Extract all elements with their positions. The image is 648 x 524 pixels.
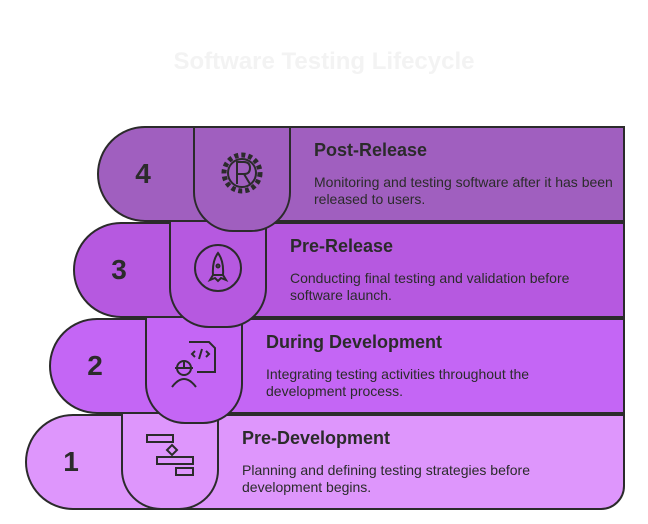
developer-code-icon [171,341,216,388]
stage-3-description: Conducting final testing and validation … [290,270,570,303]
stage-2-icon-column [145,318,243,424]
stage-2-title: During Development [266,332,443,352]
stage-4-description: Monitoring and testing software after it… [314,174,613,207]
stage-2-description: Integrating testing activities throughou… [266,366,530,399]
stage-1-icon-column [121,414,219,510]
gantt-chart-icon [146,434,194,476]
rocket-icon [194,244,242,292]
stage-1-title: Pre-Development [242,428,391,448]
stage-1-description: Planning and defining testing strategies… [242,462,530,495]
stage-3-title: Pre-Release [290,236,394,256]
stage-1-number: 1 [63,446,79,477]
stage-3-band [73,222,625,318]
stage-2-number: 2 [87,350,103,381]
stage-4-number: 4 [135,158,151,189]
stage-3-icon-column [169,222,267,328]
stage-3-number: 3 [111,254,127,285]
stage-4-icon-column [193,126,291,232]
rust-gear-icon [221,152,263,194]
stage-4-title: Post-Release [314,140,428,160]
diagram-title: Software Testing Lifecycle [173,48,475,75]
stage-4-band [97,126,625,222]
